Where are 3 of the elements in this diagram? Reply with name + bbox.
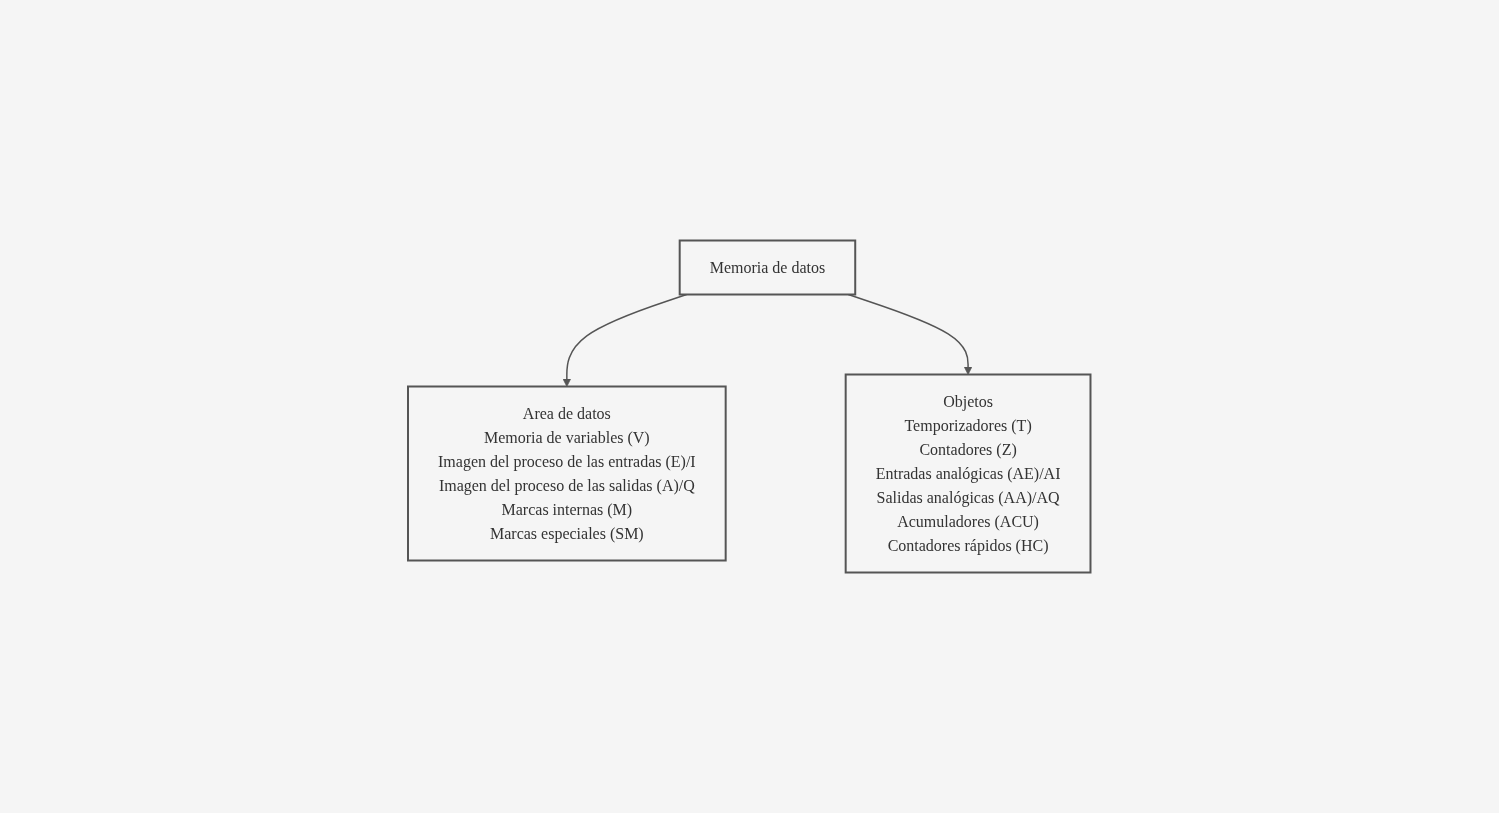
node-box: Memoria de datos: [678, 239, 857, 296]
node-box: Objetos Temporizadores (T) Contadores (Z) Entradas analógicas (AE)/AI Salidas analógicas (AA)/AQ Acumuladores (ACU) Contadores rápidos (HC): [844, 373, 1092, 574]
node-box: Area de datos Memoria de variables (V) Imagen del proceso de las entradas (E)/I Imagen del proceso de las salidas (A)/Q Marcas internas (M) Marcas especiales (SM): [407, 385, 727, 562]
